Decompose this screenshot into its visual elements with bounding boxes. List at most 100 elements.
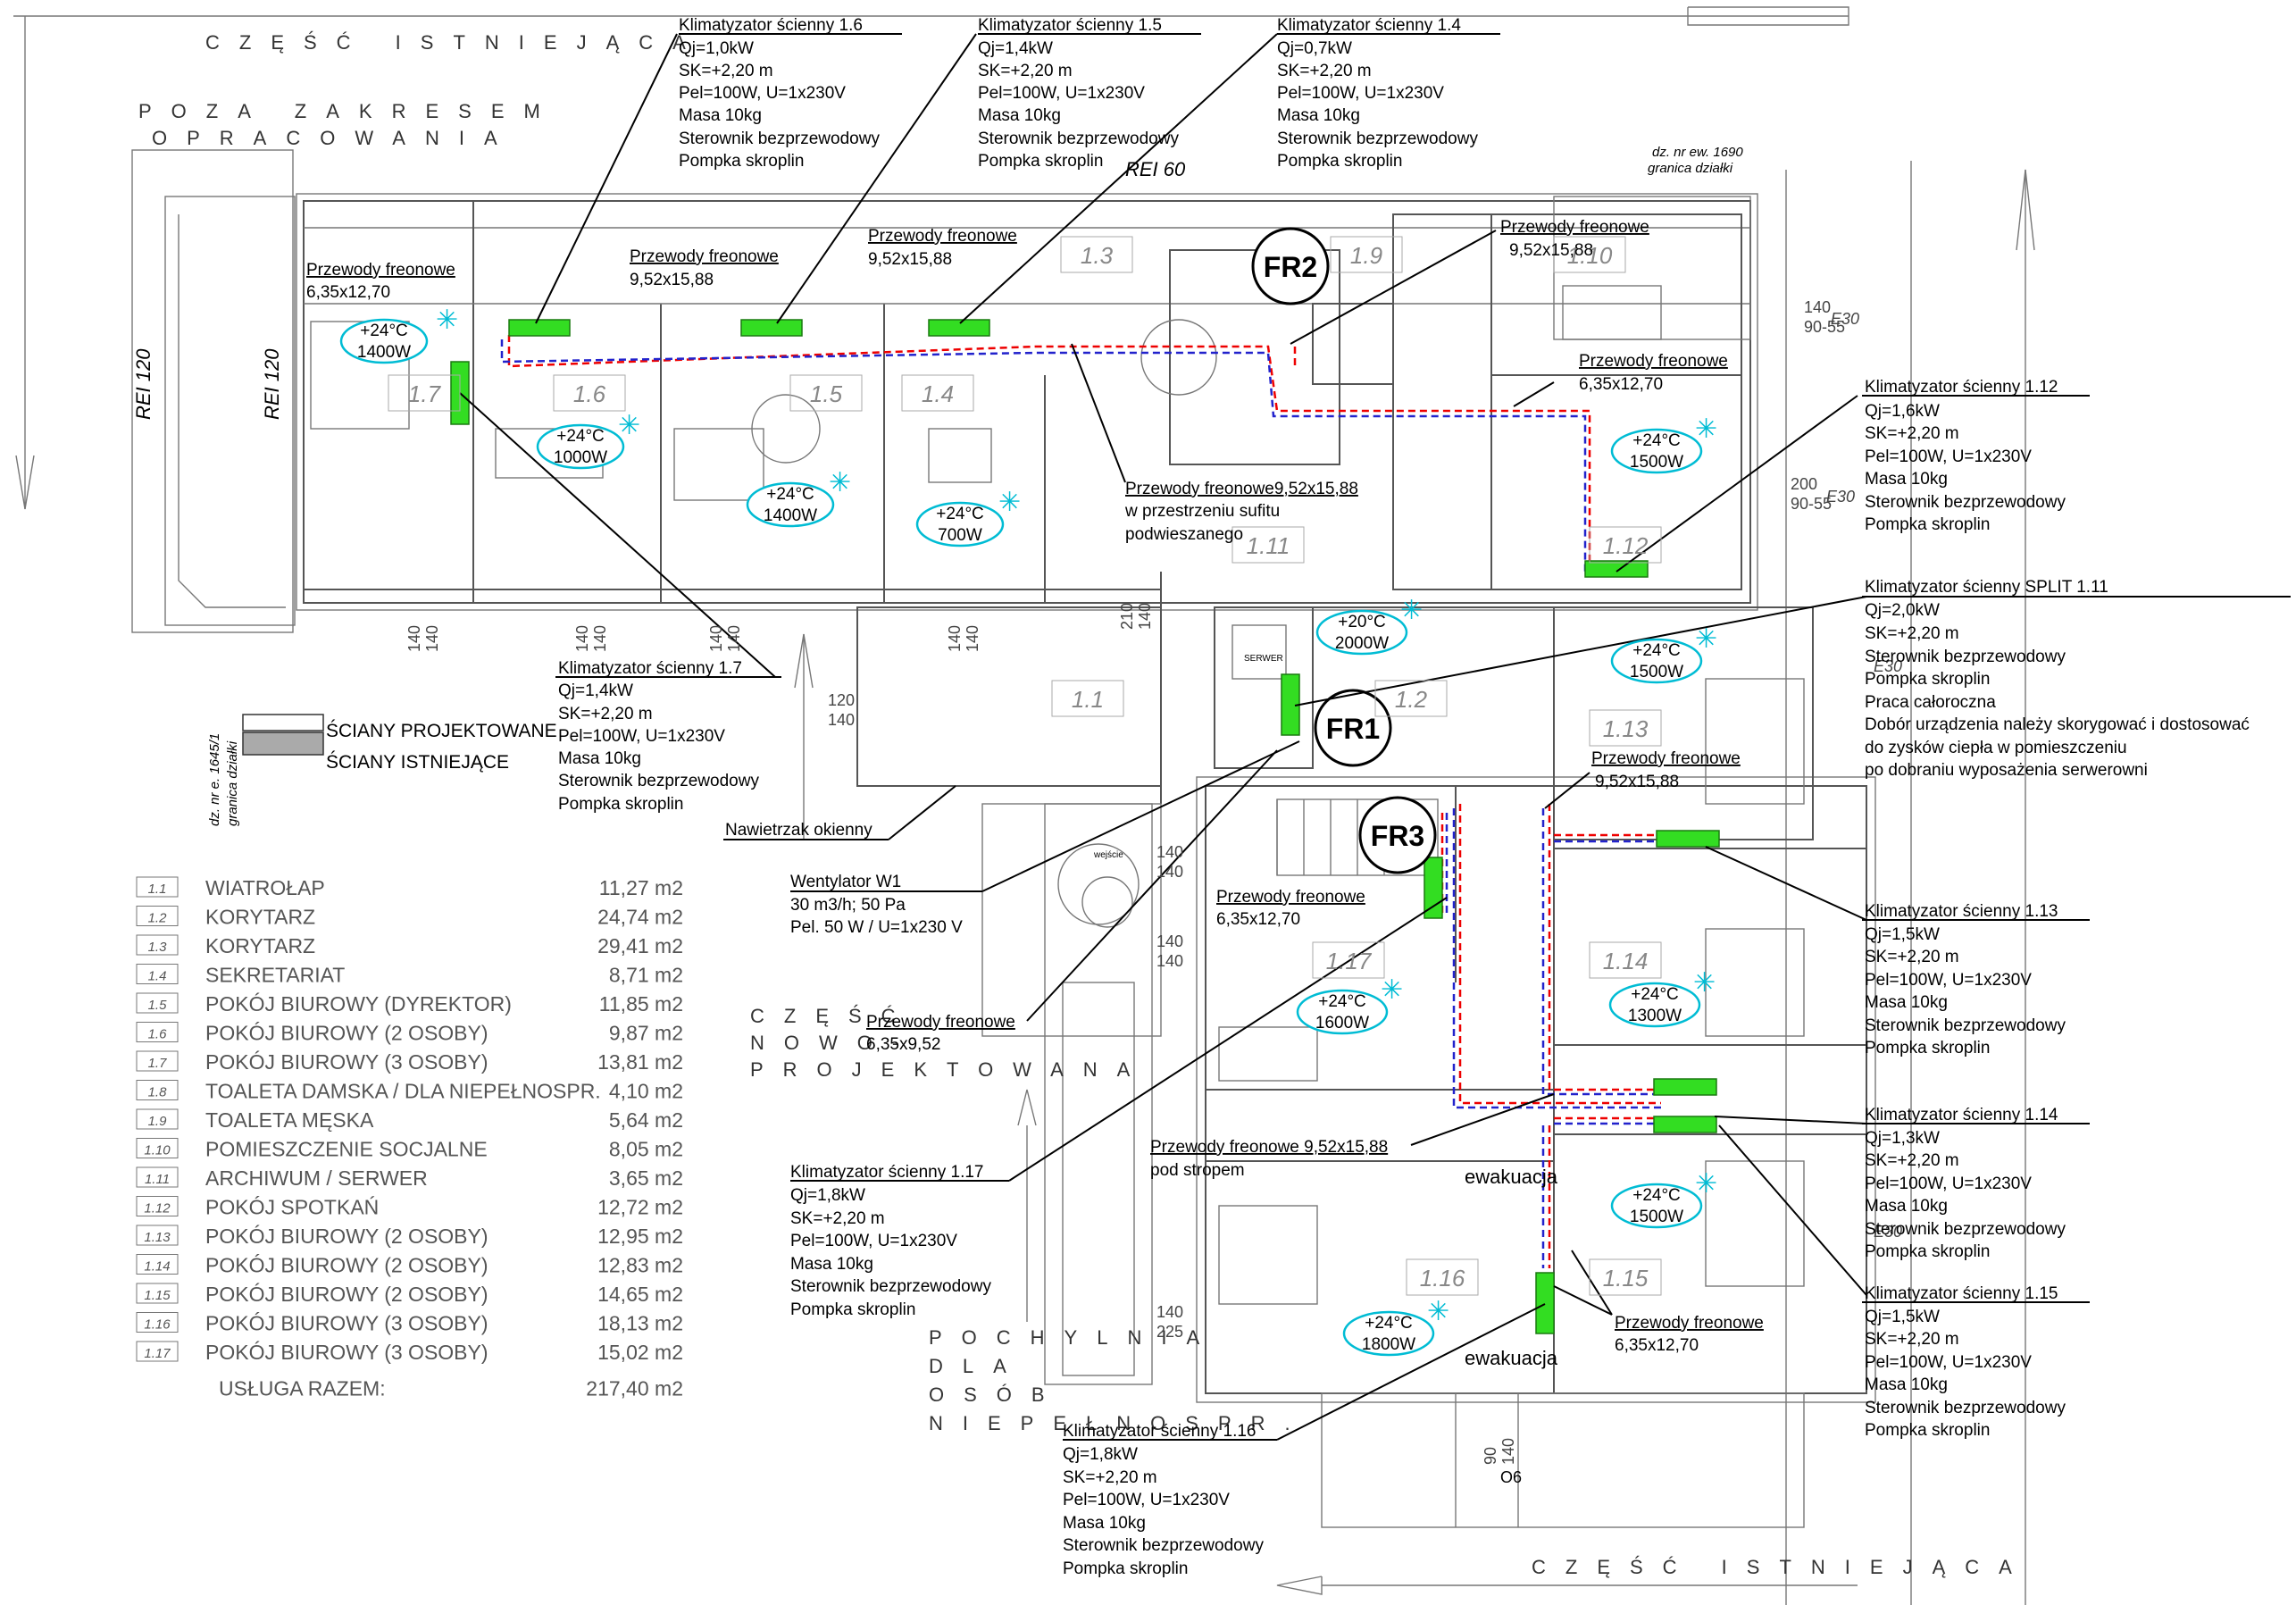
dim: 90-55 [1791,495,1832,513]
svg-text:2000W: 2000W [1335,634,1389,653]
svg-text:6,35x12,70: 6,35x12,70 [306,283,390,302]
dim: 225 [1156,1323,1183,1341]
rei120-b: REI 120 [261,348,283,420]
svg-text:Sterownik bezprzewodowy: Sterownik bezprzewodowy [1865,493,2066,512]
svg-text:Przewody freonowe: Przewody freonowe [306,261,455,280]
legend-room-number: 1.9 [148,1114,168,1129]
legend-num-box [136,876,179,898]
annotation-1-5: Klimatyzator ścienny 1.5 Qj=1,4kW SK=+2,… [978,16,1179,171]
snowflake-icon: ✳ [1695,414,1717,444]
room-1-10: 1.10 [1567,242,1613,269]
legend-room-area: 13,81 m2 [597,1050,683,1074]
svg-text:SK=+2,20 m: SK=+2,20 m [790,1209,885,1228]
legend-room-area: 4,10 m2 [609,1080,683,1103]
temp-oval: +24°C 1400W ✳ [746,468,851,528]
svg-text:Sterownik bezprzewodowy: Sterownik bezprzewodowy [1865,648,2066,666]
svg-text:+24°C: +24°C [936,505,984,523]
dim: 140 [1156,952,1183,970]
legend-num-box [136,1312,179,1333]
legend-room-name: POMIESZCZENIE SOCJALNE [205,1138,488,1161]
room-1-17: 1.17 [1326,948,1373,974]
svg-text:+24°C: +24°C [1632,641,1681,660]
dim: 200 [1791,475,1817,493]
svg-text:Klimatyzator ścienny 1.12: Klimatyzator ścienny 1.12 [1865,378,2058,397]
fr3-label: FR3 [1371,820,1424,852]
legend-room-name: POKÓJ BIUROWY (2 OSOBY) [205,1254,488,1277]
legend-room-name: POKÓJ BIUROWY (DYREKTOR) [205,992,512,1016]
svg-text:Klimatyzator ścienny 1.15: Klimatyzator ścienny 1.15 [1865,1284,2058,1303]
walls-existing-label: ŚCIANY ISTNIEJĄCE [326,751,509,773]
snowflake-icon: ✳ [1427,1297,1449,1326]
svg-text:9,52x15,88: 9,52x15,88 [1595,773,1679,791]
walls-designed-label: ŚCIANY PROJEKTOWANE [326,720,557,741]
svg-text:1500W: 1500W [1630,453,1683,472]
legend-room-number: 1.4 [148,969,167,984]
existing-top-label: CZĘŚĆ ISTNIEJĄCA [205,31,705,54]
svg-text:Qj=1,8kW: Qj=1,8kW [790,1186,865,1205]
fire-rating: E30 [1831,310,1859,328]
legend-room-area: 18,13 m2 [597,1312,683,1335]
svg-text:1400W: 1400W [764,506,817,525]
legend-num-box [136,934,179,956]
svg-text:Klimatyzator ścienny 1.5: Klimatyzator ścienny 1.5 [978,16,1162,35]
svg-text:Masa 10kg: Masa 10kg [1865,1375,1948,1394]
fr-markers: FR2 FR1 FR3 [1251,227,1437,874]
dim: 90-55 [1804,318,1845,336]
room-1-3: 1.3 [1081,242,1114,269]
svg-text:6,35x12,70: 6,35x12,70 [1579,375,1663,394]
svg-text:Pel. 50 W / U=1x230 V: Pel. 50 W / U=1x230 V [790,918,963,937]
svg-text:1800W: 1800W [1362,1335,1415,1354]
fire-rating: E30 [1826,488,1855,506]
room-1-1: 1.1 [1072,686,1104,713]
legend-room-name: WIATROŁAP [205,876,325,899]
svg-text:Qj=1,6kW: Qj=1,6kW [1865,402,1940,421]
legend-room-area: 12,83 m2 [597,1254,683,1277]
pipe-note: Przewody freonowe9,52x15,88 [630,247,779,289]
svg-text:Masa 10kg: Masa 10kg [558,749,641,768]
temp-oval: +24°C 1300W ✳ [1608,968,1716,1028]
window-vent-label: Nawietrzak okienny [725,821,872,840]
svg-text:Qj=1,4kW: Qj=1,4kW [558,681,633,700]
dim: 140 [1499,1438,1517,1465]
dim: 140 [1156,1303,1183,1321]
annotation-1-7: Klimatyzator ścienny 1.7 Qj=1,4kW SK=+2,… [558,659,759,814]
legend-room-name: TOALETA DAMSKA / DLA NIEPEŁNOSPR. [205,1080,601,1103]
legend-room-number: 1.16 [144,1317,171,1333]
svg-text:Klimatyzator ścienny 1.7: Klimatyzator ścienny 1.7 [558,659,742,678]
room-1-6: 1.6 [573,380,606,407]
room-1-14: 1.14 [1603,948,1649,974]
temp-oval: +24°C 1600W ✳ [1296,975,1403,1035]
room-1-7: 1.7 [408,380,442,407]
legend-room-name: SEKRETARIAT [205,964,345,987]
svg-text:SK=+2,20 m: SK=+2,20 m [1865,1330,1959,1349]
room-1-2: 1.2 [1395,686,1428,713]
svg-text:Przewody freonowe: Przewody freonowe [866,1013,1015,1032]
unit-1-4 [928,319,990,337]
unit-annotations: Klimatyzator ścienny 1.6 Qj=1,0kW SK=+2,… [555,16,2291,1578]
svg-text:w przestrzeniu sufitu: w przestrzeniu sufitu [1124,502,1280,521]
unit-1-12 [1584,560,1649,578]
ramp-1: POCHYLNIA [929,1326,1219,1349]
svg-text:700W: 700W [938,526,982,545]
svg-text:SK=+2,20 m: SK=+2,20 m [1865,624,1959,643]
legend-room-area: 9,87 m2 [609,1022,683,1045]
indoor-units [450,319,1720,1334]
legend-num-box [136,1080,179,1100]
legend-room-number: 1.1 [148,882,167,897]
svg-text:Przewody freonowe: Przewody freonowe [1615,1314,1764,1333]
svg-text:Sterownik bezprzewodowy: Sterownik bezprzewodowy [1063,1536,1264,1555]
svg-text:Pompka skroplin: Pompka skroplin [558,795,683,814]
svg-text:Pompka skroplin: Pompka skroplin [1865,515,1990,534]
svg-text:Pompka skroplin: Pompka skroplin [1865,1421,1990,1440]
svg-text:podwieszanego: podwieszanego [1125,525,1243,544]
parcel-left-2: granica działki [225,740,240,826]
outside-scope-1: POZA ZAKRESEM [138,100,560,122]
dim: 140 [1804,298,1831,316]
svg-text:Qj=1,3kW: Qj=1,3kW [1865,1129,1940,1148]
total-label: USŁUGA RAZEM: [219,1377,386,1400]
legend-room-area: 5,64 m2 [609,1108,683,1132]
svg-text:SK=+2,20 m: SK=+2,20 m [679,62,773,80]
pipe-note: Przewody freonowe9,52x15,88 [1591,749,1741,791]
